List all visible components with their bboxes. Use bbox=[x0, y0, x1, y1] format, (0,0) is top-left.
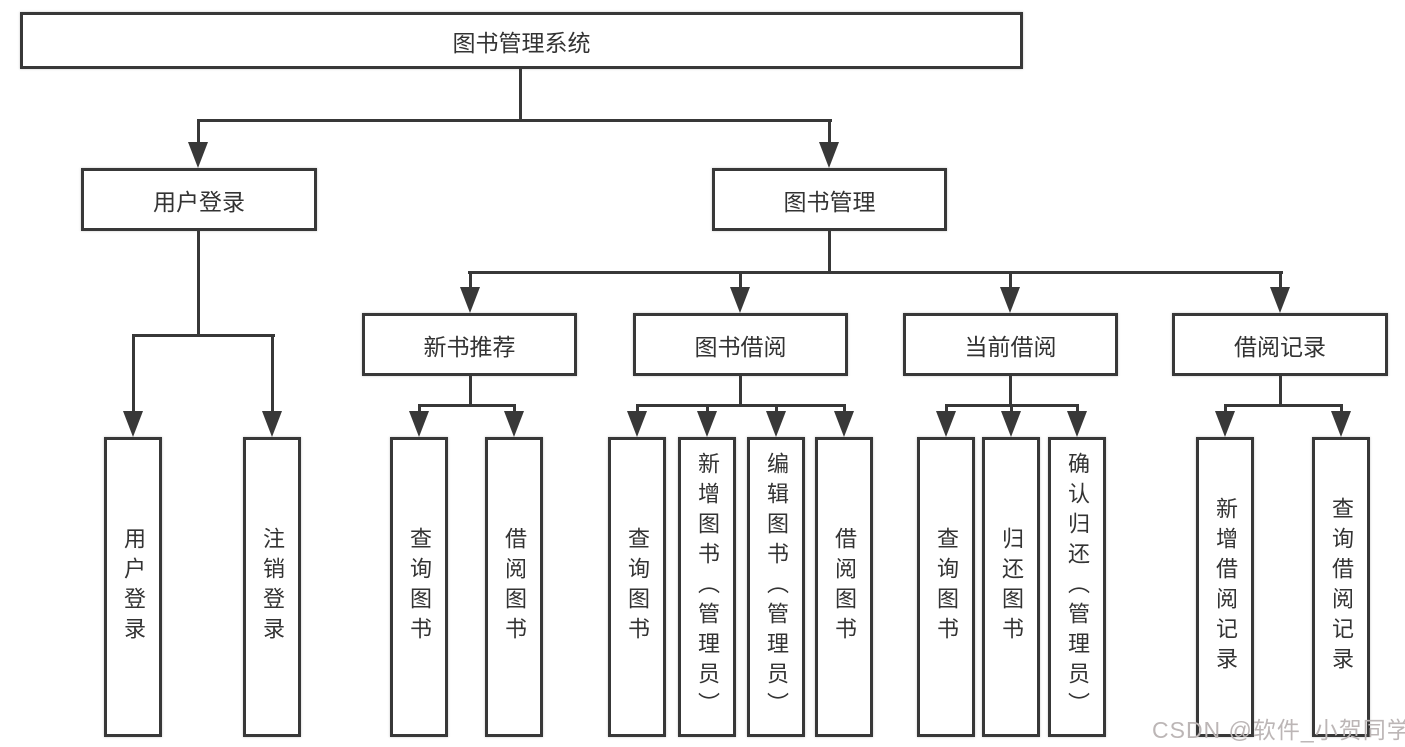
node-root-system-label: 图书管理系统 bbox=[452, 29, 591, 56]
node-leaf-add-books-admin-label: 新增图书（管理员） bbox=[695, 452, 720, 722]
node-leaf-confirm-return-admin: 确认归还（管理员） bbox=[1048, 437, 1106, 737]
connector-line bbox=[468, 271, 1283, 274]
arrow-down-icon bbox=[1331, 411, 1351, 437]
node-current-borrow: 当前借阅 bbox=[903, 313, 1118, 376]
arrow-down-icon bbox=[460, 287, 480, 313]
arrow-down-icon bbox=[123, 411, 143, 437]
arrow-down-icon bbox=[697, 411, 717, 437]
arrow-down-icon bbox=[262, 411, 282, 437]
node-leaf-logout: 注销登录 bbox=[243, 437, 301, 737]
node-leaf-query-books-borrow-label: 查询图书 bbox=[625, 527, 650, 647]
connector-line bbox=[513, 404, 516, 414]
arrow-down-icon bbox=[1000, 287, 1020, 313]
connector-line bbox=[197, 119, 200, 143]
node-borrow-records: 借阅记录 bbox=[1172, 313, 1388, 376]
arrow-down-icon bbox=[188, 142, 208, 168]
node-leaf-user-login: 用户登录 bbox=[104, 437, 162, 737]
node-leaf-add-borrow-record: 新增借阅记录 bbox=[1196, 437, 1254, 737]
node-leaf-add-books-admin: 新增图书（管理员） bbox=[678, 437, 736, 737]
connector-line bbox=[739, 376, 742, 407]
node-leaf-add-borrow-record-label: 新增借阅记录 bbox=[1213, 497, 1238, 677]
arrow-down-icon bbox=[1215, 411, 1235, 437]
node-leaf-borrow-books: 借阅图书 bbox=[815, 437, 873, 737]
connector-line bbox=[1076, 404, 1079, 414]
connector-line bbox=[1224, 404, 1343, 407]
node-leaf-borrow-books-recommend: 借阅图书 bbox=[485, 437, 543, 737]
connector-line bbox=[418, 404, 516, 407]
arrow-down-icon bbox=[409, 411, 429, 437]
connector-line bbox=[828, 119, 831, 143]
node-new-book-recommend: 新书推荐 bbox=[362, 313, 577, 376]
node-leaf-query-books-current: 查询图书 bbox=[917, 437, 975, 737]
connector-line bbox=[1279, 271, 1282, 288]
arrow-down-icon bbox=[730, 287, 750, 313]
node-book-borrow: 图书借阅 bbox=[633, 313, 848, 376]
connector-line bbox=[197, 231, 200, 335]
arrow-down-icon bbox=[1067, 411, 1087, 437]
node-leaf-return-books-label: 归还图书 bbox=[999, 527, 1024, 647]
connector-line bbox=[132, 334, 135, 412]
connector-line bbox=[1009, 376, 1012, 407]
node-leaf-return-books: 归还图书 bbox=[982, 437, 1040, 737]
connector-line bbox=[1009, 271, 1012, 288]
node-book-management: 图书管理 bbox=[712, 168, 947, 231]
connector-line bbox=[469, 271, 472, 288]
node-new-book-recommend-label: 新书推荐 bbox=[423, 333, 516, 360]
node-user-login-label: 用户登录 bbox=[153, 188, 245, 215]
node-user-login: 用户登录 bbox=[81, 168, 317, 231]
connector-line bbox=[636, 404, 846, 407]
node-current-borrow-label: 当前借阅 bbox=[964, 333, 1057, 360]
connector-line bbox=[1010, 404, 1013, 414]
arrow-down-icon bbox=[1270, 287, 1290, 313]
node-root-system: 图书管理系统 bbox=[20, 12, 1023, 69]
connector-line bbox=[519, 68, 522, 119]
node-leaf-edit-books-admin-label: 编辑图书（管理员） bbox=[764, 452, 789, 722]
node-leaf-query-books-recommend: 查询图书 bbox=[390, 437, 448, 737]
node-leaf-query-books-current-label: 查询图书 bbox=[934, 527, 959, 647]
arrow-down-icon bbox=[766, 411, 786, 437]
node-leaf-query-books-recommend-label: 查询图书 bbox=[407, 527, 432, 647]
connector-line bbox=[418, 404, 421, 414]
connector-line bbox=[636, 404, 639, 414]
node-borrow-records-label: 借阅记录 bbox=[1234, 333, 1326, 360]
arrow-down-icon bbox=[627, 411, 647, 437]
connector-line bbox=[271, 334, 274, 412]
connector-line bbox=[1224, 404, 1227, 414]
connector-line bbox=[197, 119, 832, 122]
arrow-down-icon bbox=[819, 142, 839, 168]
connector-line bbox=[1340, 404, 1343, 414]
node-leaf-user-login-label: 用户登录 bbox=[121, 527, 146, 647]
node-leaf-borrow-books-recommend-label: 借阅图书 bbox=[502, 527, 527, 647]
node-leaf-borrow-books-label: 借阅图书 bbox=[832, 527, 857, 647]
arrow-down-icon bbox=[834, 411, 854, 437]
node-leaf-query-books-borrow: 查询图书 bbox=[608, 437, 666, 737]
node-leaf-edit-books-admin: 编辑图书（管理员） bbox=[747, 437, 805, 737]
arrow-down-icon bbox=[504, 411, 524, 437]
arrow-down-icon bbox=[936, 411, 956, 437]
node-leaf-logout-label: 注销登录 bbox=[260, 527, 285, 647]
connector-line bbox=[469, 376, 472, 407]
connector-line bbox=[945, 404, 948, 414]
connector-line bbox=[843, 404, 846, 414]
connector-line bbox=[132, 334, 275, 337]
arrow-down-icon bbox=[1001, 411, 1021, 437]
node-leaf-confirm-return-admin-label: 确认归还（管理员） bbox=[1065, 452, 1090, 722]
node-book-management-label: 图书管理 bbox=[783, 188, 876, 215]
node-leaf-query-borrow-record-label: 查询借阅记录 bbox=[1329, 497, 1354, 677]
connector-line bbox=[1279, 376, 1282, 407]
connector-line bbox=[828, 231, 831, 273]
node-leaf-query-borrow-record: 查询借阅记录 bbox=[1312, 437, 1370, 737]
connector-line bbox=[775, 404, 778, 414]
connector-line bbox=[739, 271, 742, 288]
node-book-borrow-label: 图书借阅 bbox=[694, 333, 787, 360]
connector-line bbox=[706, 404, 709, 414]
csdn-watermark: CSDN @软件_小贺同学 bbox=[1152, 717, 1405, 743]
